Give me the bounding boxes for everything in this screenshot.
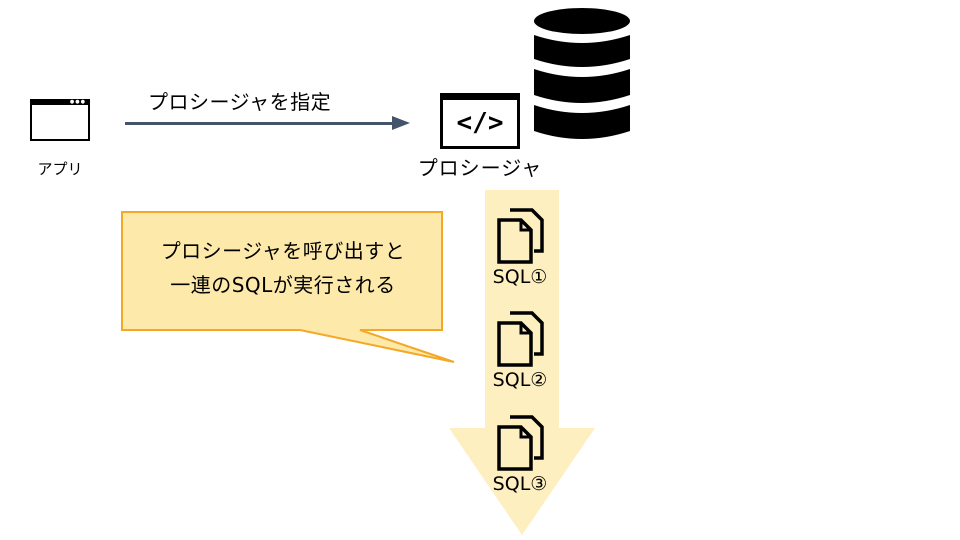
sql-label-1: SQL① xyxy=(492,266,548,288)
sql-label-3: SQL③ xyxy=(492,473,548,495)
callout-text: プロシージャを呼び出すと 一連のSQLが実行される xyxy=(124,234,442,302)
connector-arrow-line xyxy=(125,122,395,125)
connector-arrowhead-icon xyxy=(392,116,410,130)
document-icon xyxy=(497,208,544,264)
app-label: アプリ xyxy=(37,160,83,178)
database-icon xyxy=(534,8,630,139)
document-icon xyxy=(497,415,544,471)
procedure-label: プロシージャ xyxy=(417,156,543,180)
app-window-icon: ●●● xyxy=(30,99,90,141)
sql-label-2: SQL② xyxy=(492,369,548,391)
callout-line-1: プロシージャを呼び出すと xyxy=(160,239,406,263)
document-icon xyxy=(497,311,544,367)
connector-label: プロシージャを指定 xyxy=(148,90,332,114)
code-window-icon: </> xyxy=(440,93,520,149)
sql-item: SQL③ xyxy=(478,414,562,495)
callout-bubble xyxy=(121,211,455,363)
callout-line-2: 一連のSQLが実行される xyxy=(170,273,396,297)
sql-item: SQL② xyxy=(478,310,562,391)
code-glyph: </> xyxy=(456,108,504,138)
sql-item: SQL① xyxy=(478,207,562,288)
